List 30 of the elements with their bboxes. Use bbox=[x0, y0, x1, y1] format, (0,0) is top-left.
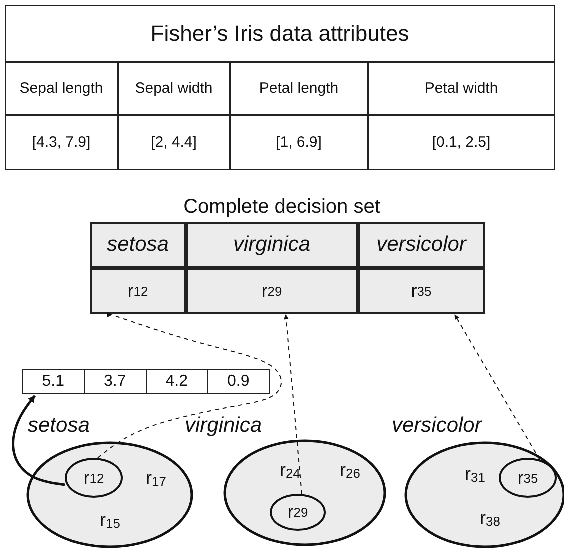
table-cell: Sepal width bbox=[118, 62, 230, 115]
rule-label: r$_{38}$ bbox=[480, 508, 500, 529]
sample-value: 0.9 bbox=[207, 370, 269, 393]
class-name: virginica bbox=[185, 414, 262, 438]
table-cell: [1, 6.9] bbox=[230, 115, 368, 170]
class-name: setosa bbox=[28, 414, 90, 438]
table-cell: [2, 4.4] bbox=[118, 115, 230, 170]
rule-label: r$_{15}$ bbox=[100, 510, 120, 531]
rule-label: r$_{17}$ bbox=[146, 468, 166, 489]
rule-label: r$_{24}$ bbox=[280, 460, 300, 481]
table-header-cell: virginica bbox=[186, 222, 358, 268]
sample-value: 5.1 bbox=[41, 372, 66, 392]
class-name: versicolor bbox=[392, 414, 482, 438]
table-cell: Sepal length bbox=[5, 62, 118, 115]
arrow bbox=[284, 314, 302, 494]
table-cell: Petal length bbox=[230, 62, 368, 115]
arrow bbox=[98, 314, 282, 458]
arrow bbox=[12, 395, 66, 486]
rule-label: r$_{26}$ bbox=[340, 460, 360, 481]
sample-value: 4.2 bbox=[146, 370, 208, 393]
sample-row bbox=[22, 369, 270, 394]
table-header-cell: versicolor bbox=[358, 222, 485, 268]
table-header-cell: setosa bbox=[90, 222, 186, 268]
section-label: Complete decision set bbox=[182, 194, 382, 220]
sample-value: 3.7 bbox=[84, 370, 146, 393]
rule-label: r$_{31}$ bbox=[465, 464, 486, 485]
table-cell: [4.3, 7.9] bbox=[5, 115, 118, 170]
table-cell: Petal width bbox=[368, 62, 555, 115]
table-cell: [0.1, 2.5] bbox=[368, 115, 555, 170]
arrow bbox=[454, 314, 540, 460]
